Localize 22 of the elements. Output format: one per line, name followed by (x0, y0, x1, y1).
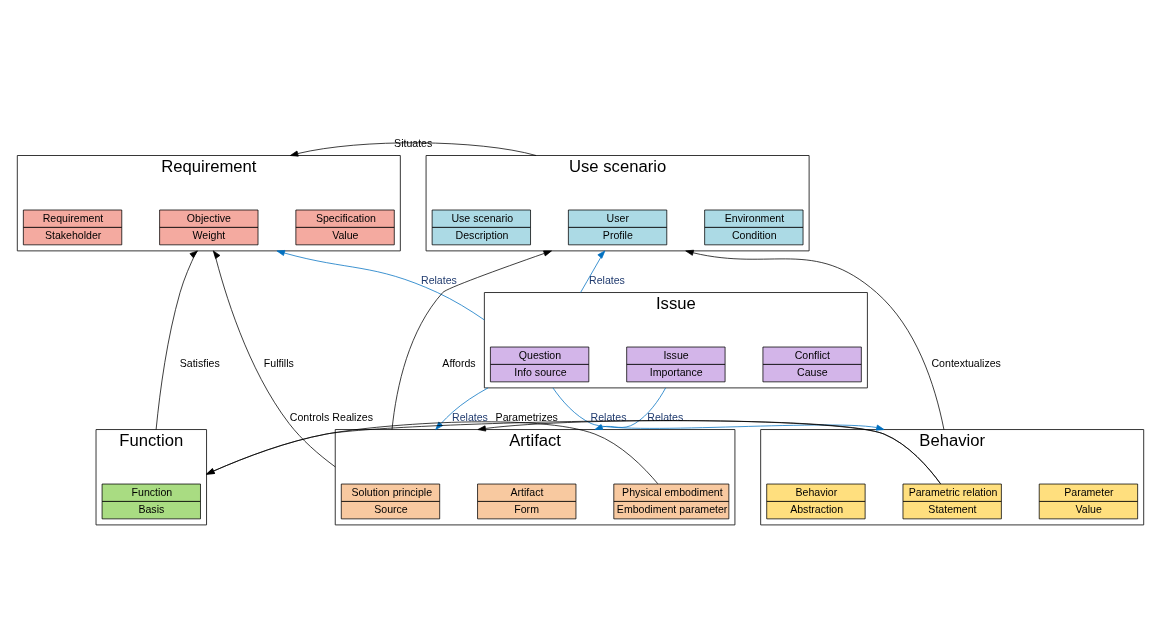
edge-label: Controls (289, 410, 330, 423)
edge-label: Situates (394, 136, 433, 149)
edge-label: Satisfies (179, 356, 220, 369)
edge-label: Relates (647, 410, 684, 423)
arrow (594, 387, 666, 430)
edge-label: Affords (442, 356, 476, 369)
arrow (685, 249, 945, 430)
edge-label: Relates (590, 410, 627, 423)
edge-label: Contextualizes (931, 356, 1001, 369)
edge-label: Parametrizes (495, 410, 558, 423)
arrow (212, 250, 336, 467)
arrow (552, 387, 885, 430)
arrow (289, 141, 537, 157)
arrow (477, 419, 941, 484)
arrow (155, 250, 198, 430)
arrow (580, 250, 606, 293)
edge-label: Fulfills (263, 356, 294, 369)
edge-label: Realizes (332, 410, 373, 423)
edge-label: Relates (421, 273, 457, 286)
edge-label: Relates (589, 273, 625, 286)
arrow (276, 249, 485, 320)
edge-label: Relates (452, 410, 488, 423)
